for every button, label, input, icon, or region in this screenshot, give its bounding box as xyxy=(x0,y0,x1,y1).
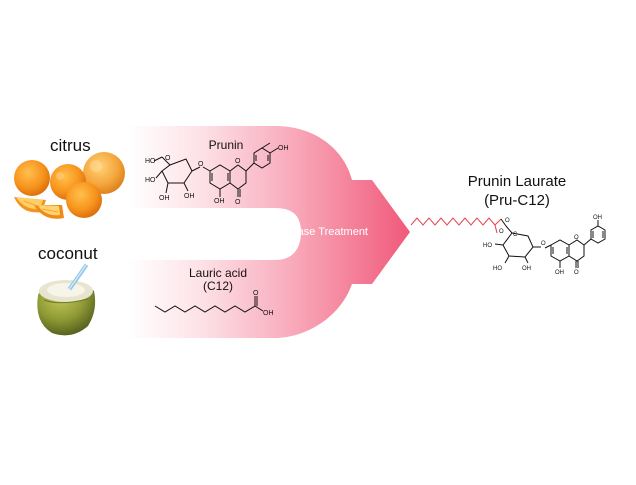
lauric-acid-structure xyxy=(154,296,264,313)
atom-label: O xyxy=(198,161,204,168)
atom-label: OH xyxy=(184,193,195,200)
atom-label: O xyxy=(499,229,504,235)
atom-label: OH xyxy=(214,198,225,205)
atom-label: OH xyxy=(555,270,564,276)
lipase-treatment-label: Lipase Treatment xyxy=(283,226,368,238)
atom-label: OH xyxy=(263,310,274,317)
atom-label: C xyxy=(513,232,518,238)
citrus-image xyxy=(14,152,125,219)
atom-label: HO xyxy=(145,177,156,184)
atom-label: OH xyxy=(278,145,289,152)
lauric-acid-code: (C12) xyxy=(202,279,233,293)
atom-label: O xyxy=(505,218,510,224)
coconut-label: coconut xyxy=(38,244,98,263)
atom-label: HO xyxy=(145,158,156,165)
lauric-acid-label: Lauric acid xyxy=(188,266,248,280)
reaction-arrow xyxy=(128,126,410,338)
atom-label: OH xyxy=(159,195,170,202)
atom-label: O xyxy=(574,235,579,241)
coconut-image xyxy=(37,263,96,336)
product-name: Prunin Laurate xyxy=(467,173,567,190)
atom-label: HO xyxy=(483,243,492,249)
atom-label: OH xyxy=(522,266,531,272)
atom-label: O xyxy=(235,158,241,165)
prunin-laurate-structure xyxy=(410,217,606,268)
product-code: (Pru-C12) xyxy=(484,192,550,209)
atom-label: O xyxy=(253,290,259,297)
atom-label: HO xyxy=(493,266,502,272)
atom-label: O xyxy=(541,241,546,247)
prunin-structure xyxy=(153,142,279,197)
prunin-label: Prunin xyxy=(208,138,244,152)
citrus-label: citrus xyxy=(50,136,91,155)
atom-label: O xyxy=(235,199,241,206)
atom-label: OH xyxy=(593,215,602,221)
atom-label: O xyxy=(165,155,171,162)
atom-label: O xyxy=(574,270,579,276)
